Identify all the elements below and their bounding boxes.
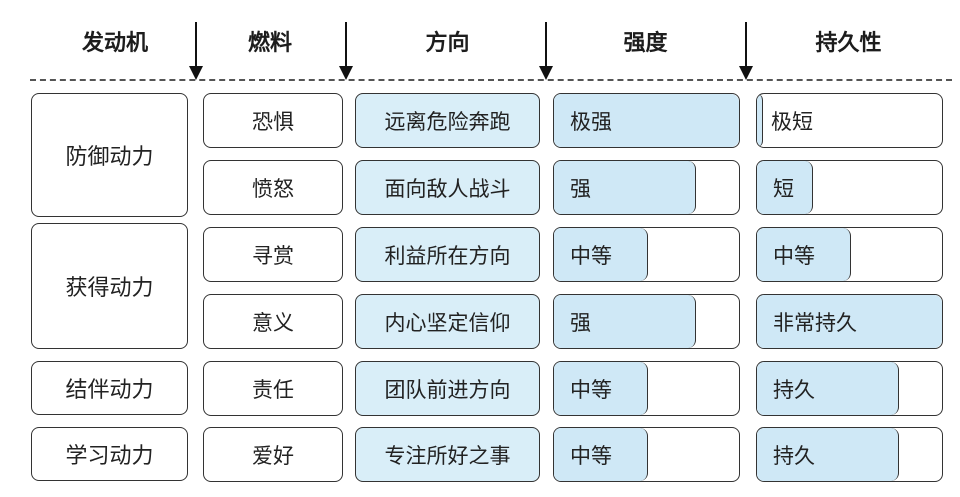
down-arrow-icon [339, 22, 353, 80]
direction-label: 内心坚定信仰 [384, 310, 511, 335]
duration-bar: 短 [756, 160, 943, 215]
duration-label: 中等 [773, 243, 815, 268]
intensity-label: 中等 [570, 377, 612, 402]
direction-cell: 远离危险奔跑 [355, 93, 540, 148]
direction-label: 面向敌人战斗 [384, 176, 511, 201]
motor-gain: 获得动力 [31, 223, 188, 349]
intensity-fill [554, 362, 649, 415]
motor-companion: 结伴动力 [31, 361, 188, 415]
duration-label: 短 [773, 176, 794, 201]
down-arrow-icon [739, 22, 753, 80]
direction-cell: 面向敌人战斗 [355, 160, 540, 215]
duration-fill [757, 428, 900, 481]
header-engine: 发动机 [81, 31, 148, 56]
intensity-bar: 中等 [553, 227, 740, 282]
motor-label: 防御动力 [65, 145, 154, 170]
intensity-fill [554, 428, 649, 481]
direction-label: 利益所在方向 [384, 243, 511, 268]
intensity-fill [554, 161, 697, 214]
fuel-label: 爱好 [252, 443, 294, 468]
duration-bar: 中等 [756, 227, 943, 282]
duration-label: 非常持久 [773, 310, 857, 335]
intensity-label: 强 [570, 310, 591, 335]
intensity-fill [554, 94, 739, 147]
intensity-bar: 极强 [553, 93, 740, 148]
intensity-bar: 中等 [553, 427, 740, 482]
motor-defense: 防御动力 [31, 93, 188, 217]
intensity-label: 极强 [570, 109, 612, 134]
duration-label: 持久 [773, 377, 815, 402]
fuel-label: 恐惧 [252, 109, 294, 134]
fuel-cell: 责任 [203, 361, 343, 416]
duration-bar: 非常持久 [756, 294, 943, 349]
direction-label: 团队前进方向 [384, 377, 511, 402]
intensity-bar: 中等 [553, 361, 740, 416]
motor-label: 获得动力 [65, 276, 154, 301]
down-arrow-icon [189, 22, 203, 80]
intensity-bar: 强 [553, 294, 740, 349]
intensity-label: 强 [570, 176, 591, 201]
header-divider [30, 79, 952, 81]
direction-label: 专注所好之事 [384, 443, 511, 468]
duration-label: 极短 [771, 109, 813, 134]
intensity-label: 中等 [570, 443, 612, 468]
duration-fill [757, 228, 852, 281]
header-duration: 持久性 [815, 31, 882, 56]
duration-fill [757, 94, 763, 147]
fuel-cell: 愤怒 [203, 160, 343, 215]
direction-cell: 专注所好之事 [355, 427, 540, 482]
motor-learning: 学习动力 [31, 427, 188, 481]
header-direction: 方向 [425, 31, 470, 56]
fuel-label: 意义 [252, 310, 294, 335]
direction-cell: 利益所在方向 [355, 227, 540, 282]
header-intensity: 强度 [623, 31, 668, 56]
down-arrow-icon [539, 22, 553, 80]
duration-bar: 持久 [756, 361, 943, 416]
intensity-fill [554, 295, 697, 348]
fuel-cell: 意义 [203, 294, 343, 349]
direction-label: 远离危险奔跑 [384, 109, 511, 134]
direction-cell: 团队前进方向 [355, 361, 540, 416]
fuel-label: 寻赏 [252, 243, 294, 268]
duration-fill [757, 161, 813, 214]
duration-label: 持久 [773, 443, 815, 468]
intensity-bar: 强 [553, 160, 740, 215]
intensity-fill [554, 228, 649, 281]
duration-fill [757, 295, 942, 348]
duration-bar: 持久 [756, 427, 943, 482]
fuel-label: 愤怒 [252, 176, 294, 201]
motor-label: 学习动力 [65, 444, 154, 469]
fuel-cell: 寻赏 [203, 227, 343, 282]
header-fuel: 燃料 [247, 31, 292, 56]
motor-label: 结伴动力 [65, 378, 154, 403]
direction-cell: 内心坚定信仰 [355, 294, 540, 349]
fuel-cell: 爱好 [203, 427, 343, 482]
intensity-label: 中等 [570, 243, 612, 268]
fuel-label: 责任 [252, 377, 294, 402]
duration-fill [757, 362, 900, 415]
duration-bar: 极短 [756, 93, 943, 148]
fuel-cell: 恐惧 [203, 93, 343, 148]
